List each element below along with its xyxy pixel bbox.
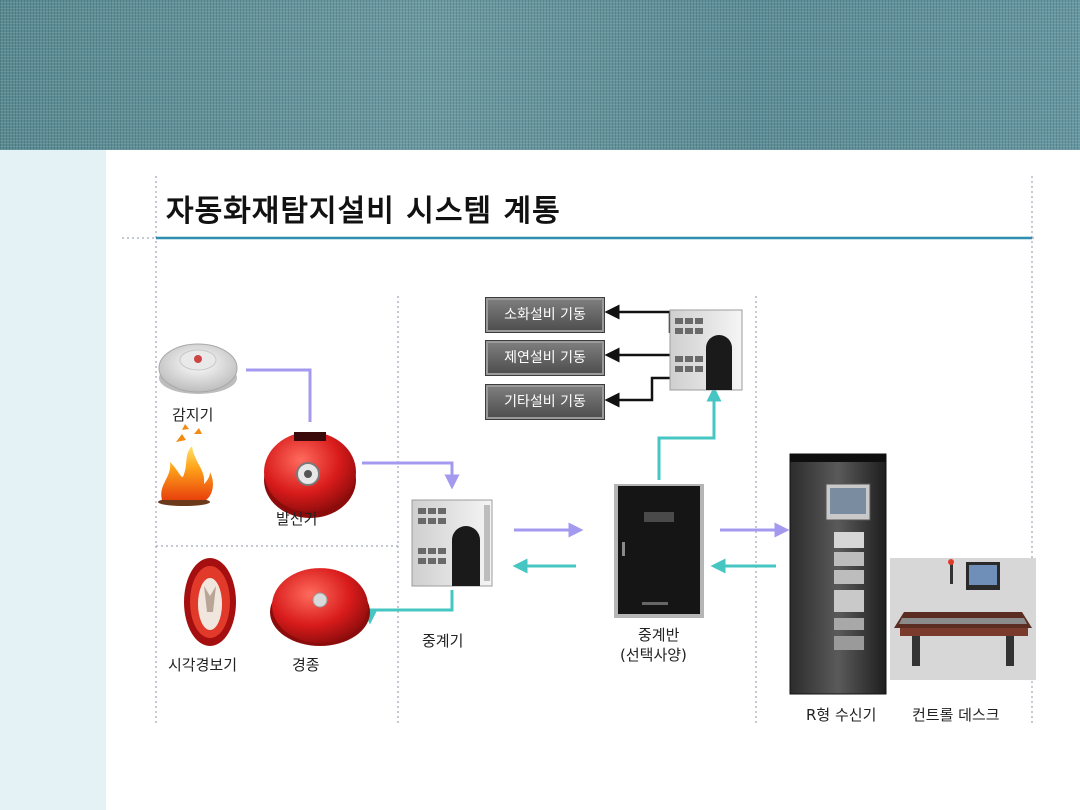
output-repeater-icon [669, 309, 743, 391]
fire-icon [158, 424, 213, 506]
diagram-canvas [122, 176, 1036, 725]
control-desk-icon [890, 558, 1036, 680]
strobe-label: 시각경보기 [168, 656, 238, 674]
repeater-panel-icon [614, 484, 704, 618]
visual-alarm-icon [184, 558, 236, 646]
control-desk-label: 컨트롤 데스크 [912, 706, 1000, 724]
repeater-label: 중계기 [422, 632, 464, 650]
left-sidebar-panel [0, 150, 106, 810]
detector-label: 감지기 [172, 406, 214, 424]
repeater-panel-label: 중계반 [638, 626, 680, 644]
transmitter-label: 발신기 [276, 510, 318, 528]
repeater-panel-optional-label: (선택사양) [620, 646, 687, 664]
repeater-device-icon [411, 499, 493, 587]
fire-bell-icon [270, 568, 370, 646]
header-banner [0, 0, 1080, 150]
output-other-equipment-start: 기타설비 기동 [486, 385, 604, 419]
output-extinguishing-start: 소화설비 기동 [486, 298, 604, 332]
receiver-label: R형 수신기 [806, 706, 877, 724]
diagram-area: 자동화재탐지설비 시스템 계통 소화설비 기동 제연설비 기동 기타설비 기동 … [122, 150, 1036, 730]
page-title: 자동화재탐지설비 시스템 계통 [166, 194, 561, 229]
r-type-receiver-icon [789, 453, 887, 695]
smoke-detector-icon [158, 343, 238, 394]
output-smoke-control-start: 제연설비 기동 [486, 341, 604, 375]
bell-label: 경종 [292, 656, 320, 674]
manual-call-point-icon [264, 432, 356, 518]
